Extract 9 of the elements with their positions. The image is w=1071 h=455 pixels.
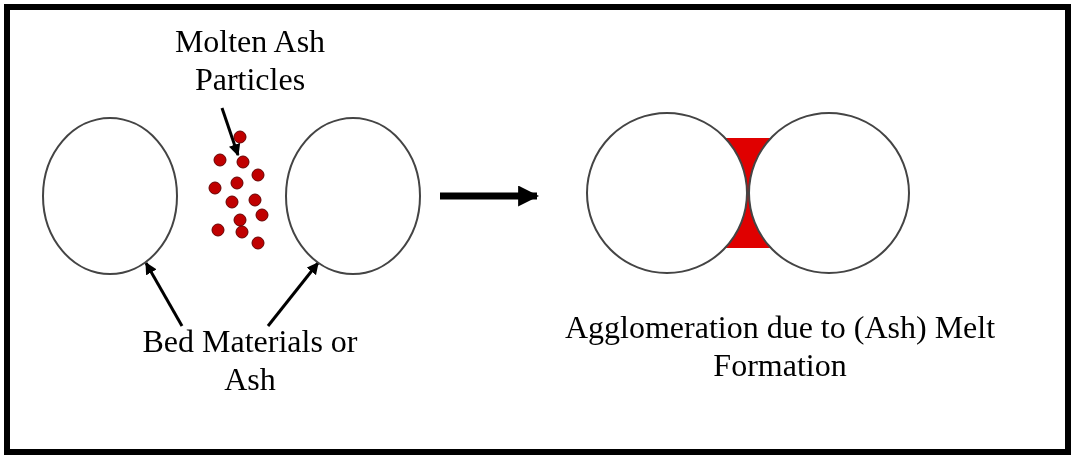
node-label: Agglomeration due to (Ash) Melt Formation: [563, 308, 997, 384]
bed-particle-circle: [42, 117, 178, 275]
callout-text: Bed Materials or Ash: [140, 322, 360, 398]
callout-text: Molten Ash Particles: [130, 22, 370, 98]
arrow: [144, 261, 184, 327]
arrow: [220, 107, 241, 157]
arrow: [266, 262, 320, 327]
bed-particle-circle: [285, 117, 421, 275]
agglomerated-particles-drawing: [585, 112, 911, 274]
